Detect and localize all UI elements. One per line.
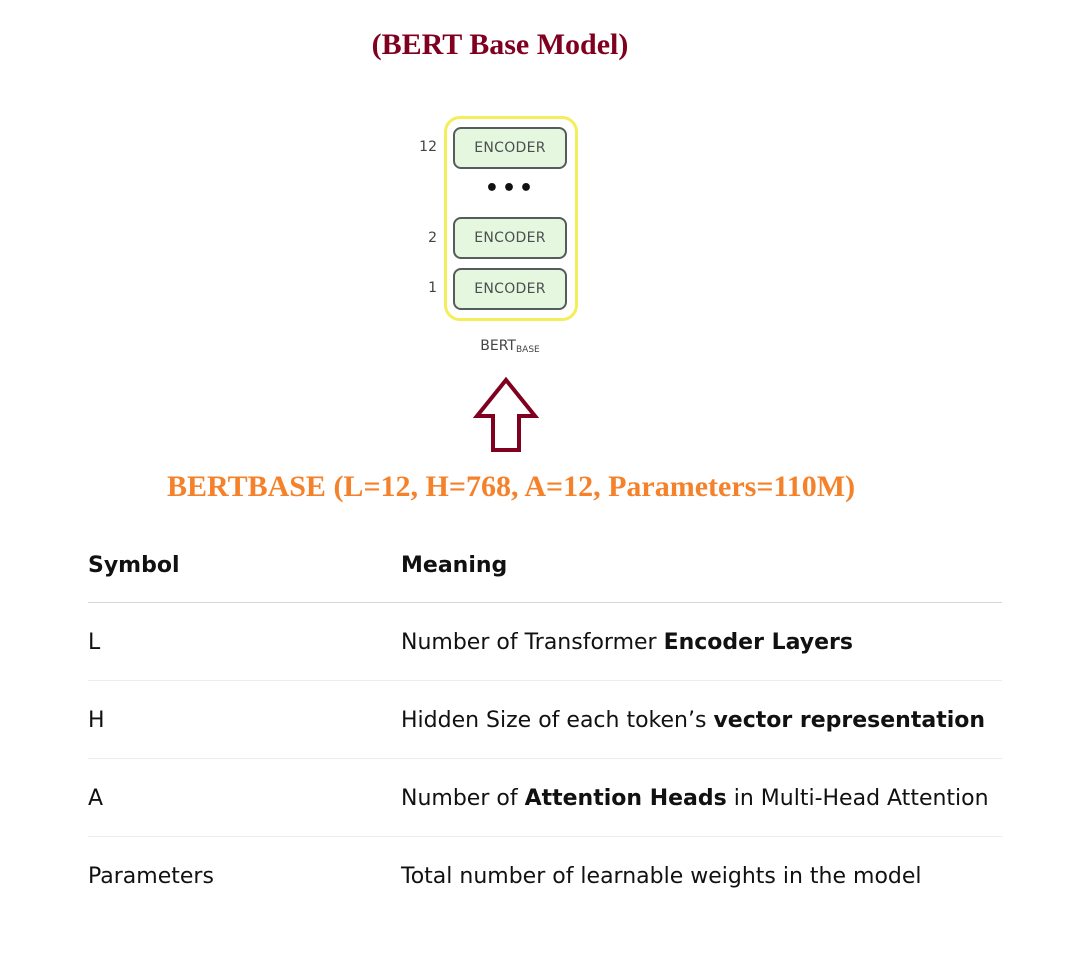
table-row: H Hidden Size of each token’s vector rep… [88,682,1002,760]
meaning-bold: Attention Heads [524,786,727,811]
up-arrow-icon [472,376,540,452]
model-label: BERTBASE [450,338,570,355]
layer-number: 1 [428,280,437,296]
model-label-main: BERT [480,338,516,354]
layer-number: 2 [428,230,437,246]
table-row: A Number of Attention Heads in Multi-Hea… [88,760,1002,838]
layer-number: 12 [419,139,437,155]
meaning-text: Hidden Size of each token’s [401,708,714,733]
row-divider [88,758,1002,759]
table-row: L Number of Transformer Encoder Layers [88,604,1002,682]
header-symbol: Symbol [88,553,180,578]
header-meaning: Meaning [401,553,508,578]
row-meaning: Number of Attention Heads in Multi-Head … [401,760,989,838]
meaning-bold: vector representation [713,708,986,733]
row-meaning: Hidden Size of each token’s vector repre… [401,682,985,760]
meaning-text: Total number of learnable weights in the… [401,864,922,889]
encoder-block: ENCODER [453,268,567,310]
meaning-text: in Multi-Head Attention [726,786,989,811]
page-title: (BERT Base Model) [371,28,629,61]
encoder-block: ENCODER [453,217,567,259]
meaning-bold: Encoder Layers [663,630,853,655]
table-header: Symbol Meaning [88,527,1002,605]
row-divider [88,836,1002,837]
header-divider [88,602,1002,603]
row-symbol: A [88,786,104,811]
row-symbol: L [88,630,101,655]
ellipsis: ••• [484,176,537,201]
meaning-text: Number of [401,786,525,811]
meaning-text: Number of Transformer [401,630,664,655]
row-divider [88,680,1002,681]
row-symbol: H [88,708,105,733]
config-text: BERTBASE (L=12, H=768, A=12, Parameters=… [166,470,856,503]
row-meaning: Number of Transformer Encoder Layers [401,604,853,682]
row-meaning: Total number of learnable weights in the… [401,838,922,916]
row-symbol: Parameters [88,864,214,889]
encoder-stack-frame [444,116,578,321]
model-label-sub: BASE [515,345,540,355]
encoder-block: ENCODER [453,127,567,169]
table-row: Parameters Total number of learnable wei… [88,838,1002,916]
